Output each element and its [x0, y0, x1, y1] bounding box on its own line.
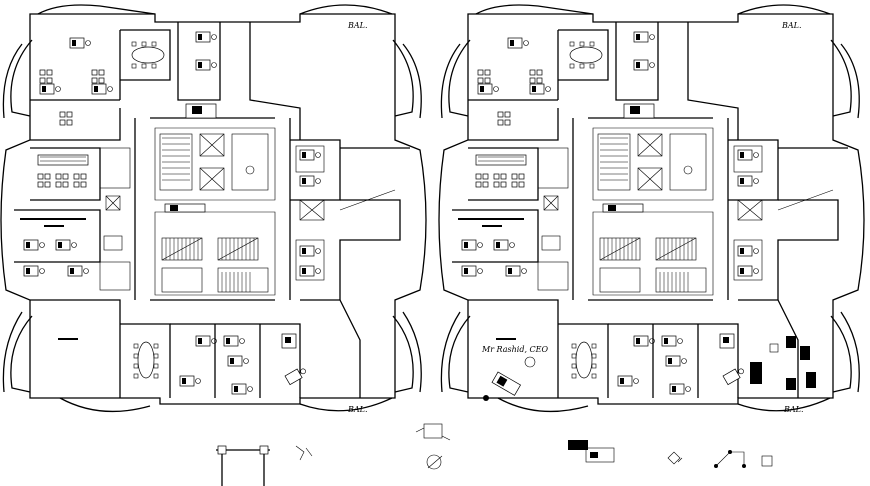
- furniture-block: [800, 346, 810, 360]
- furniture-block: [806, 372, 816, 388]
- furniture-block: [786, 336, 796, 348]
- balcony-label-bottom-right-plan: BAL.: [783, 405, 804, 414]
- right-floor-plan: BAL. BAL. Mr Rashid, CEO: [439, 5, 864, 414]
- balcony-label-bottom-left-plan: BAL.: [347, 405, 368, 414]
- balcony-label-top-left-plan: BAL.: [347, 21, 368, 30]
- ceo-desk: [491, 371, 521, 396]
- furniture-block: [769, 343, 779, 353]
- balcony-label-top-right-plan: BAL.: [781, 21, 802, 30]
- furniture-block: [750, 362, 762, 384]
- furniture-block: [786, 378, 796, 390]
- ceo-room-label: Mr Rashid, CEO: [481, 345, 549, 354]
- left-floor-plan: BAL. BAL.: [1, 5, 426, 414]
- detail-symbols: [216, 423, 773, 486]
